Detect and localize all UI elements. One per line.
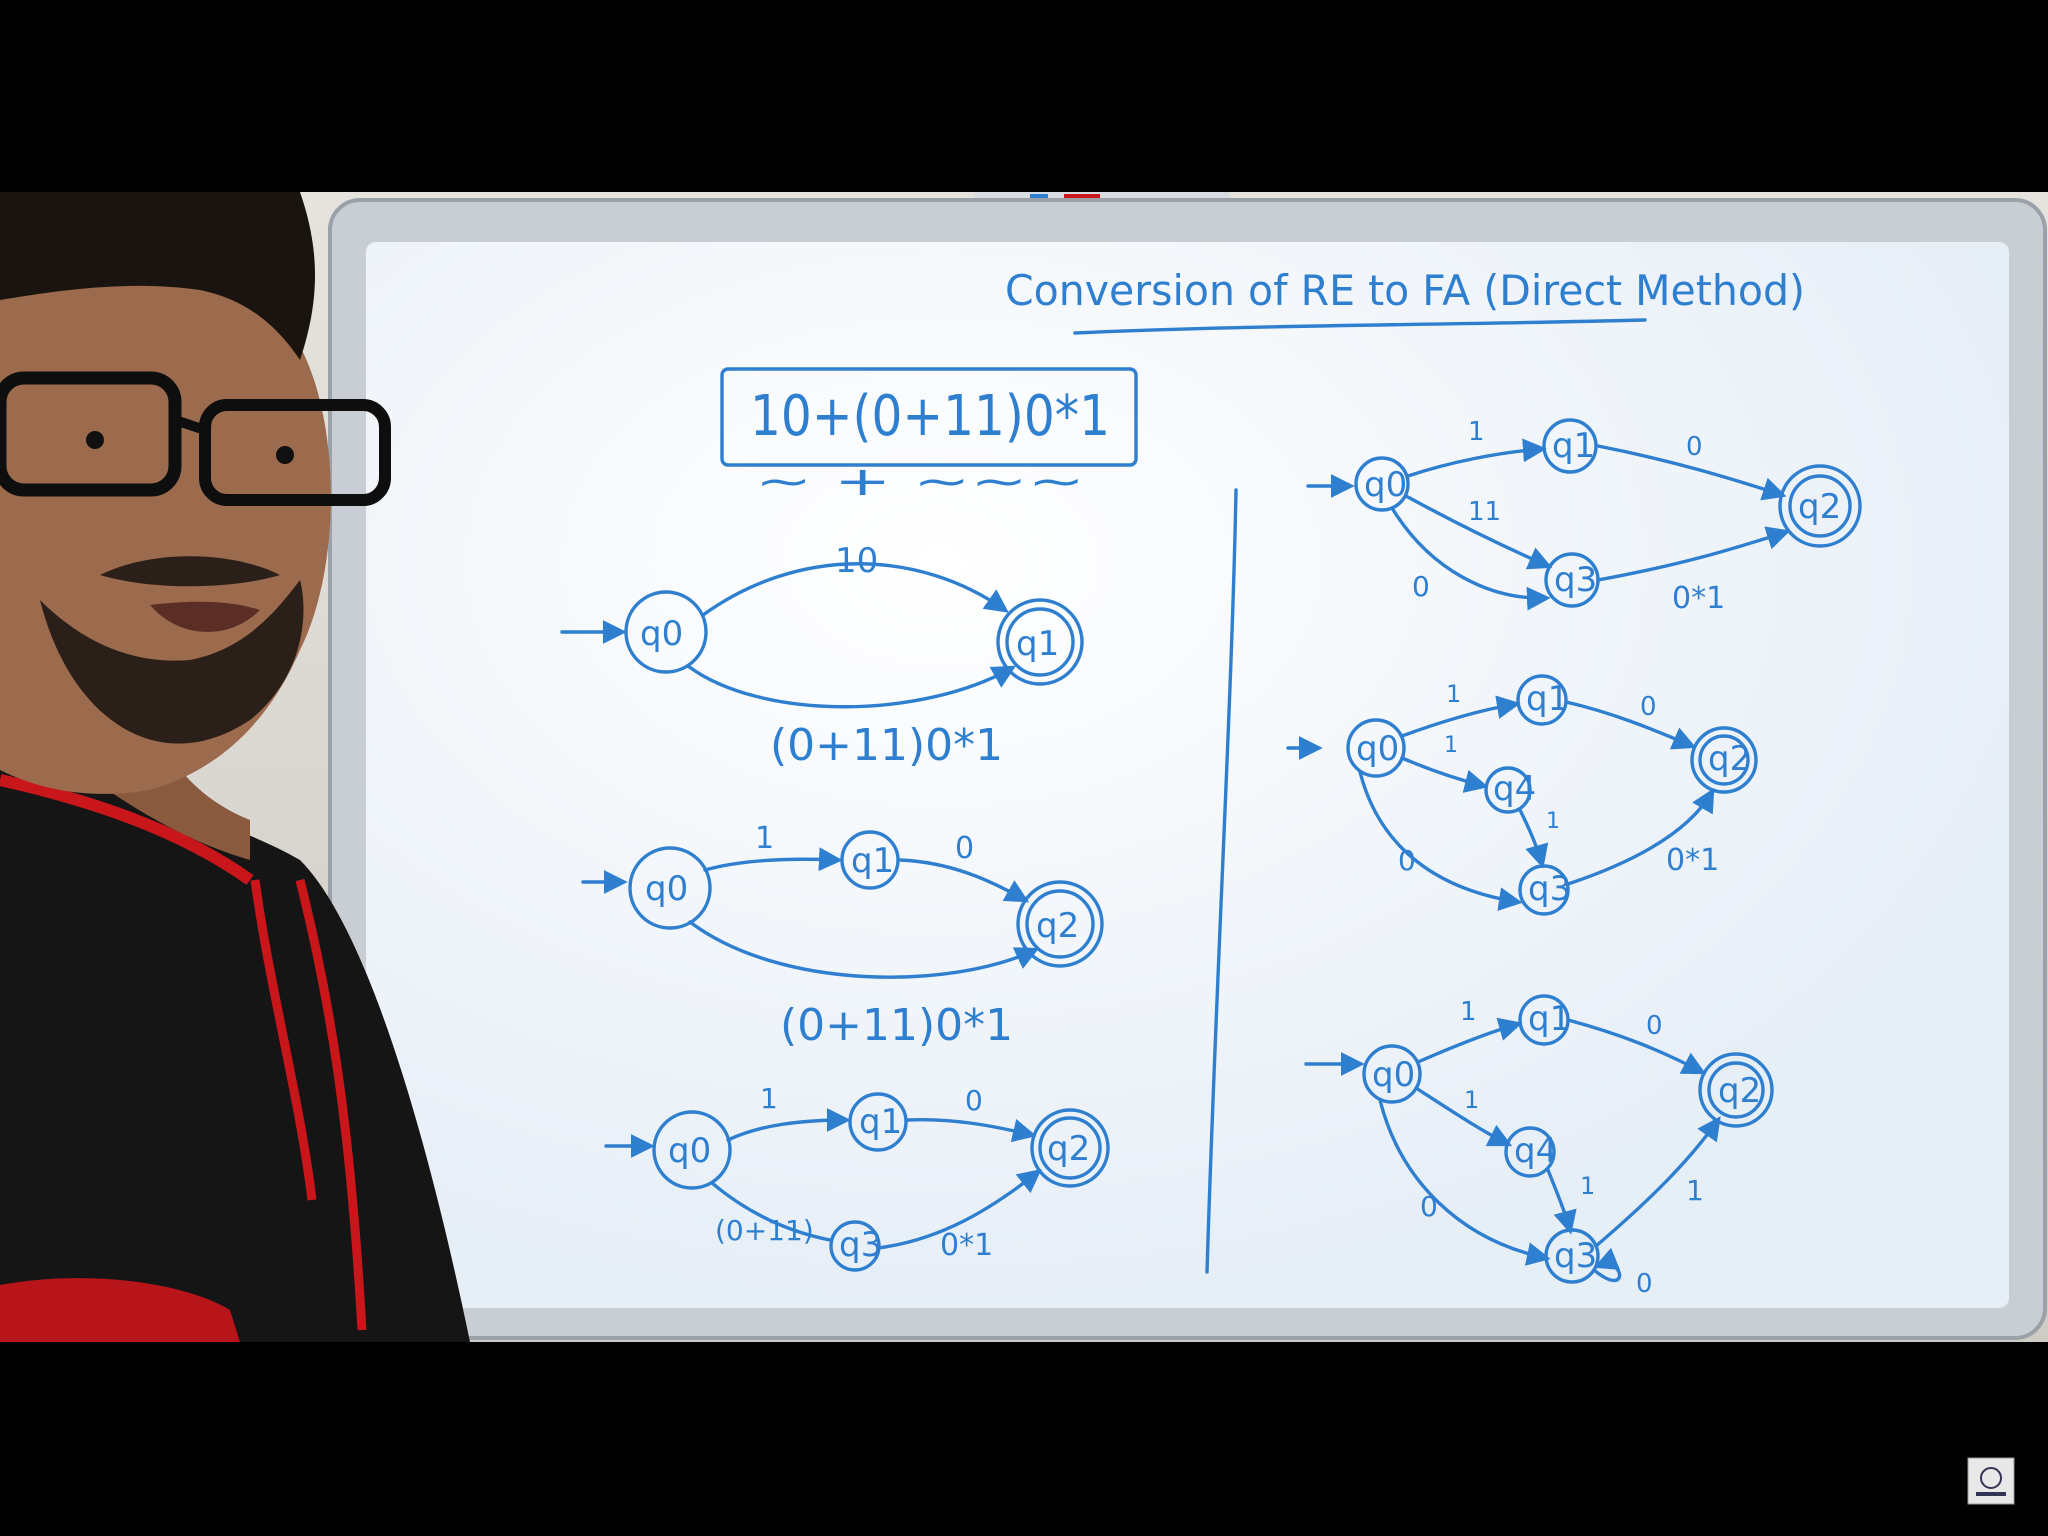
state-label: q0 — [640, 614, 683, 654]
fa-diagram-4: q0 q1 q2 q3 1 0 11 0 0*1 — [1306, 417, 1862, 616]
edge-label: 0 — [1636, 1269, 1653, 1299]
edge-label: 1 — [1468, 417, 1485, 447]
fa-diagram-2: q0 q1 q2 1 0 (0+11)0*1 — [581, 821, 1104, 1051]
state-label: q3 — [1554, 1236, 1597, 1276]
edge-label: 11 — [1468, 497, 1501, 527]
regex-text: 10+(0+11)0*1 — [750, 384, 1110, 449]
regex-box: 10+(0+11)0*1 ~ + ~~~ — [720, 367, 1138, 505]
edge-label: 0*1 — [1672, 581, 1725, 616]
divider-line — [1205, 488, 1238, 1274]
edge-label: 0 — [1412, 570, 1430, 603]
fa-diagram-3: q0 q1 q2 q3 1 0 (0+11) 0*1 — [604, 1082, 1110, 1272]
whiteboard-surface — [366, 242, 2009, 1308]
state-label: q3 — [1554, 560, 1597, 600]
hair — [0, 192, 315, 360]
edge-label: 1 — [1444, 733, 1458, 758]
edge-label: 1 — [1546, 809, 1560, 834]
state-label: q1 — [851, 841, 894, 881]
title-text: Conversion of RE to FA (Direct Method) — [1005, 266, 1805, 315]
fa-diagram-1: q0 q1 10 (0+11)0*1 — [560, 541, 1084, 771]
drawstring — [250, 879, 317, 1201]
eye — [276, 446, 294, 464]
fa-diagram-6: q0 q1 q2 q4 q3 1 0 1 1 0 1 0 — [1304, 994, 1774, 1299]
edge-label: 0 — [955, 831, 974, 866]
board-title: Conversion of RE to FA (Direct Method) — [1005, 266, 1805, 335]
beard — [40, 580, 304, 744]
mustache — [100, 556, 280, 587]
glasses-icon — [0, 371, 391, 506]
state-label: q2 — [1047, 1129, 1090, 1169]
regex-underline: ~ + ~~~ — [755, 459, 1085, 505]
state-label: q2 — [1798, 487, 1841, 527]
edge-label: (0+11)0*1 — [780, 1000, 1013, 1051]
edge-label: 1 — [1580, 1172, 1595, 1200]
edge-label: 1 — [1686, 1174, 1704, 1207]
logo-icon — [1967, 1457, 2015, 1505]
hoodie-hood-trim — [0, 774, 254, 885]
watermark — [1967, 1457, 2015, 1505]
state-label: q4 — [1493, 769, 1536, 809]
edge-label: 0 — [1686, 432, 1703, 462]
state-label: q2 — [1718, 1071, 1761, 1111]
state-label: q3 — [839, 1225, 882, 1265]
hand — [0, 1278, 240, 1342]
state-label: q2 — [1036, 906, 1079, 946]
state-label: q2 — [1708, 739, 1751, 779]
edge-label: 1 — [1446, 680, 1461, 708]
edge-label: 0 — [1398, 844, 1416, 877]
edge-label: 1 — [755, 821, 774, 856]
edge-label: (0+11)0*1 — [770, 720, 1003, 771]
state-label: q0 — [645, 869, 688, 909]
state-label: q1 — [1528, 999, 1571, 1039]
state-label: q1 — [1552, 426, 1595, 466]
edge-label: 0 — [1420, 1190, 1438, 1223]
state-label: q0 — [1356, 729, 1399, 769]
state-label: q4 — [1514, 1131, 1557, 1171]
state-label: q1 — [1526, 679, 1569, 719]
state-label: q1 — [1016, 624, 1059, 664]
state-label: q0 — [1364, 465, 1407, 505]
edge-label: 1 — [1464, 1086, 1479, 1114]
mouth — [150, 601, 260, 632]
edge-label: (0+11) — [715, 1214, 814, 1247]
drawstring — [295, 878, 367, 1331]
state-label: q0 — [1372, 1055, 1415, 1095]
edge-label: 0*1 — [940, 1228, 993, 1263]
edge-label: 0 — [1640, 692, 1657, 722]
state-label: q0 — [668, 1131, 711, 1171]
fa-diagram-5: q0 q1 q2 q4 q3 1 0 1 1 0 0*1 — [1286, 674, 1758, 916]
edge-label: 1 — [760, 1082, 778, 1115]
state-label: q1 — [859, 1102, 902, 1142]
edge-label: 0*1 — [1666, 843, 1719, 878]
eye — [86, 431, 104, 449]
edge-label: 1 — [1460, 997, 1477, 1027]
presenter — [0, 192, 470, 1342]
edge-label: 10 — [835, 541, 878, 581]
edge-label: 0 — [1646, 1011, 1663, 1041]
edge-label: 0 — [965, 1084, 983, 1117]
state-label: q3 — [1528, 869, 1571, 909]
